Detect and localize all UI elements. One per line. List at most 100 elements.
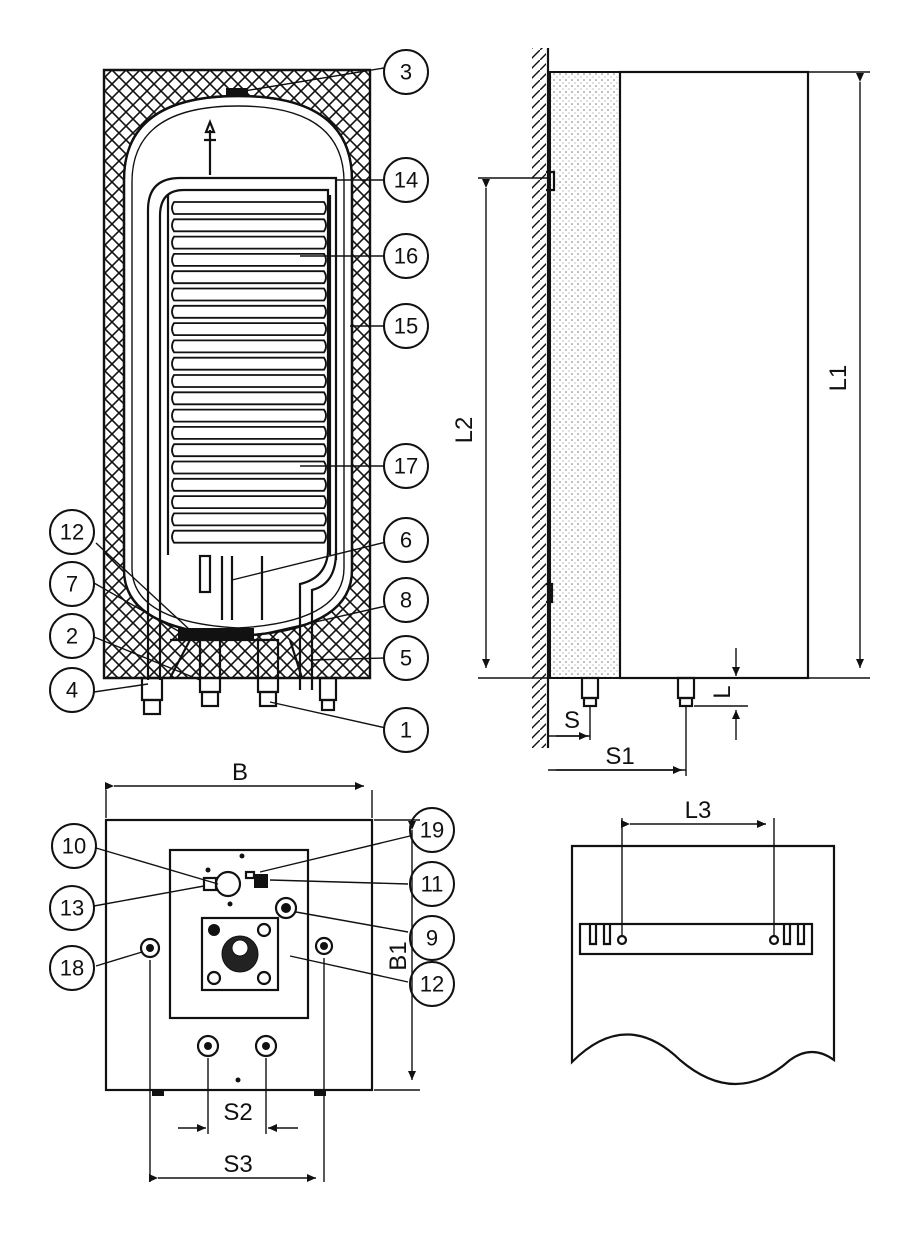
- svg-text:6: 6: [400, 528, 412, 553]
- hanger-top: [546, 170, 556, 192]
- callout-11: 11: [409, 861, 455, 907]
- coil-turn: [171, 460, 327, 475]
- callout-13: 13: [49, 885, 95, 931]
- hanger-bottom: [546, 582, 554, 604]
- bracket-casing: [570, 844, 836, 1086]
- coil-turn: [171, 443, 327, 458]
- callout-12-bottom: 12: [409, 961, 455, 1007]
- callout-12-section: 12: [49, 509, 95, 555]
- bottom-dimensions: [105, 782, 420, 1182]
- callout-circles: 3 14 16 15 17 6 12 7 8 2 5 4 1: [49, 49, 429, 753]
- flange-plate: [168, 848, 310, 1020]
- coil-turn: [171, 235, 327, 250]
- side-casing: [618, 70, 810, 680]
- svg-text:18: 18: [60, 956, 84, 981]
- coil-turn: [171, 304, 327, 319]
- svg-text:13: 13: [60, 896, 84, 921]
- callout-16: 16: [383, 233, 429, 279]
- bottom-leaders: [93, 835, 411, 983]
- dim-B1: B1: [385, 941, 412, 970]
- connection-10: [214, 870, 242, 898]
- sensor-11: [254, 874, 268, 888]
- bottom-casing: [104, 818, 374, 1092]
- svg-text:14: 14: [394, 168, 418, 193]
- svg-text:8: 8: [400, 588, 412, 613]
- callout-14: 14: [383, 157, 429, 203]
- heater-flange: [200, 916, 280, 992]
- dim-B: B: [232, 759, 248, 786]
- svg-text:19: 19: [420, 818, 444, 843]
- svg-text:7: 7: [66, 572, 78, 597]
- mount-hole-left: [616, 934, 628, 946]
- coil-turn: [171, 374, 327, 388]
- connection-right: [314, 936, 334, 956]
- sensor-sleeve: [220, 556, 264, 620]
- bottom-view: [104, 818, 374, 1096]
- coil-turn: [171, 512, 327, 527]
- svg-text:3: 3: [400, 60, 412, 85]
- connection-18: [139, 937, 161, 959]
- callout-15: 15: [383, 303, 429, 349]
- svg-text:9: 9: [426, 926, 438, 951]
- dim-L2: L2: [451, 417, 478, 444]
- callout-19: 19: [409, 807, 455, 853]
- coil-turn: [171, 218, 327, 233]
- coil-turn: [171, 356, 327, 371]
- anode-rod: [204, 119, 216, 175]
- svg-text:15: 15: [394, 314, 418, 339]
- svg-text:5: 5: [400, 646, 412, 671]
- svg-text:16: 16: [394, 244, 418, 269]
- callout-7: 7: [49, 561, 95, 607]
- wall: [532, 48, 546, 748]
- svg-text:1: 1: [400, 718, 412, 743]
- coil-turn: [171, 495, 327, 509]
- hanging-rail: [578, 922, 814, 956]
- callout-4: 4: [49, 667, 95, 713]
- mounting-bracket-view: [570, 844, 836, 1086]
- dim-S1: S1: [605, 743, 634, 770]
- dim-S: S: [564, 707, 580, 734]
- dim-L1: L1: [825, 365, 852, 392]
- connection-bottom-left: [196, 1034, 220, 1058]
- top-sleeve: [226, 88, 248, 96]
- connection-9: [274, 896, 298, 920]
- callout-1: 1: [383, 707, 429, 753]
- bottom-callout-circles: 10 19 11 13 9 18 12: [49, 807, 455, 1007]
- connection-bottom-right: [254, 1034, 278, 1058]
- side-connection-2: [676, 676, 696, 700]
- coil-turn: [171, 322, 327, 336]
- svg-text:11: 11: [421, 872, 444, 897]
- svg-text:17: 17: [394, 454, 418, 479]
- coil-turn: [171, 287, 327, 302]
- side-connection-1: [580, 676, 600, 700]
- coil-turn: [171, 529, 327, 544]
- sensor-tube: [198, 554, 212, 594]
- svg-text:12: 12: [420, 972, 444, 997]
- coil-turn: [171, 270, 327, 285]
- svg-text:10: 10: [62, 834, 86, 859]
- callout-6: 6: [383, 517, 429, 563]
- side-insulation: [549, 71, 621, 679]
- callout-8: 8: [383, 577, 429, 623]
- side-view: [532, 48, 810, 748]
- coil-turn: [171, 426, 327, 440]
- dim-L3: L3: [685, 797, 712, 824]
- section-view: [102, 68, 372, 716]
- coil-turn: [171, 408, 327, 423]
- svg-text:2: 2: [66, 624, 78, 649]
- coil-turn: [171, 201, 327, 215]
- heat-exchanger-coil: [146, 176, 338, 680]
- bottom-connections: [140, 638, 338, 716]
- side-dimensions: [478, 71, 870, 776]
- bracket-dimensions: [621, 818, 775, 936]
- callout-3: 3: [383, 49, 429, 95]
- callout-5: 5: [383, 635, 429, 681]
- callout-17: 17: [383, 443, 429, 489]
- cleaning-flange: [178, 628, 254, 640]
- coil-turn: [171, 391, 327, 406]
- svg-text:4: 4: [66, 678, 78, 703]
- mount-hole-right: [768, 934, 780, 946]
- callout-9: 9: [409, 915, 455, 961]
- dim-L: L: [709, 685, 736, 698]
